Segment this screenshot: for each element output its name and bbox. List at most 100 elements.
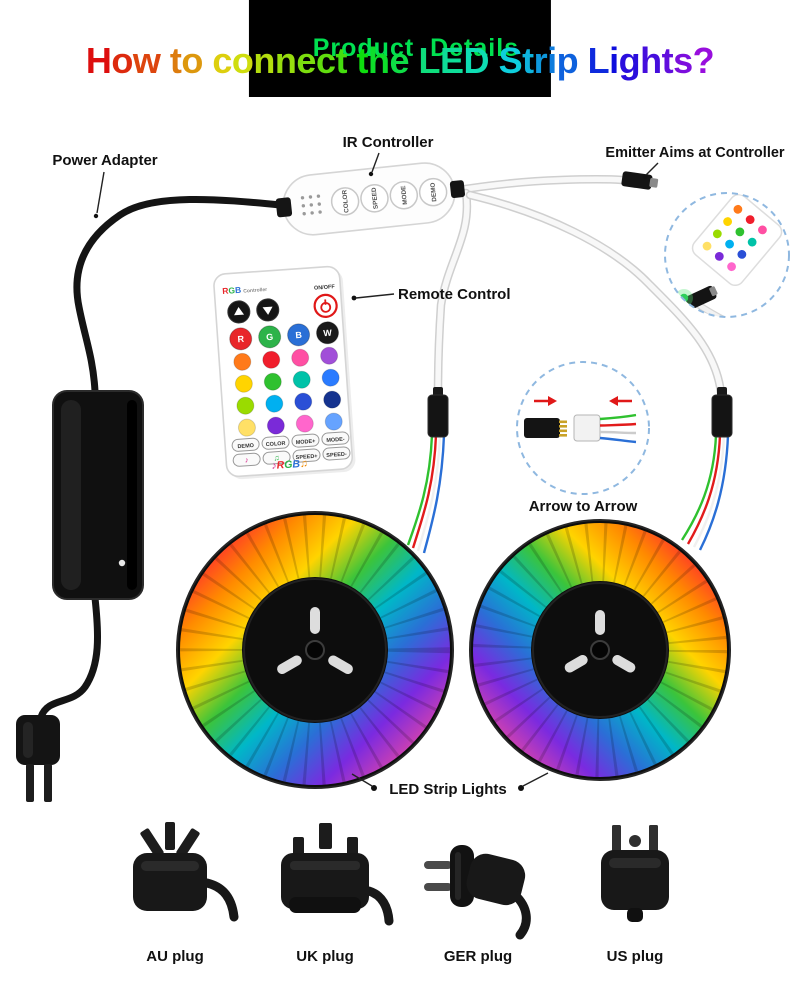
plug-label-us: US plug [607, 948, 664, 965]
remote-color-button [295, 414, 314, 433]
adapter-led-icon [118, 559, 126, 567]
remote-pill-button: MODE- [321, 431, 350, 446]
red-arrow-icon [534, 396, 632, 406]
emitter-wire [447, 175, 627, 196]
remote-rgbw-button-g: G [258, 325, 282, 349]
remote-pill-button: SPEED+ [292, 448, 321, 463]
remote-color-button [262, 350, 281, 369]
svg-text:LED Strip Lights: LED Strip Lights [389, 781, 507, 798]
remote-onoff-label: ON/OFF [314, 284, 336, 291]
mini-remote-button [737, 250, 747, 259]
strip-connector-1 [406, 387, 449, 554]
svg-text:Remote Control: Remote Control [398, 286, 511, 303]
speaker-grille-icon [300, 194, 322, 216]
controller-button-speed: SPEED [360, 184, 389, 213]
remote-color-button [321, 368, 340, 387]
svg-text:MODE+: MODE+ [296, 439, 316, 446]
remote-pill-button: COLOR [261, 435, 290, 450]
svg-text:♪: ♪ [244, 455, 249, 464]
controller-button-demo: DEMO [418, 177, 448, 207]
uk-plug-icon [281, 823, 394, 926]
mini-remote-button [727, 262, 736, 272]
mini-remote-button [725, 239, 734, 249]
remote-pill-button: SPEED- [322, 446, 351, 461]
svg-text:Emitter Aims at Controller: Emitter Aims at Controller [605, 145, 784, 161]
callout-ir-controller: IR Controller [343, 134, 434, 177]
page-heading: How to connect the LED Strip Lights? [85, 40, 715, 81]
svg-text:DEMO: DEMO [429, 182, 438, 202]
svg-text:COLOR: COLOR [341, 189, 350, 213]
remote-color-button [233, 352, 252, 371]
plug-label-ger: GER plug [444, 948, 512, 965]
controller-button-color: COLOR [330, 187, 360, 216]
remote-rgbw-button-r: R [229, 327, 253, 351]
plug-label-au: AU plug [146, 948, 204, 965]
us-plug-icon [601, 825, 669, 922]
remote-color-button [320, 346, 339, 365]
led-reel-2 [469, 519, 731, 781]
remote-pill-button: ♪ [232, 452, 261, 467]
remote-color-button [323, 390, 342, 409]
mini-remote-button [714, 251, 724, 261]
mini-remote-button [747, 237, 757, 247]
remote-color-button [291, 348, 310, 367]
remote-color-button [294, 392, 313, 411]
svg-text:SPEED+: SPEED+ [296, 454, 318, 462]
strip-connector-2 [680, 387, 733, 551]
svg-text:SPEED: SPEED [371, 187, 380, 210]
strip-wire-left [433, 188, 472, 398]
mini-remote-button [758, 225, 767, 235]
strip-wire-right [465, 190, 726, 398]
remote-rgbw-button-w: W [316, 321, 340, 345]
power-plug [16, 715, 60, 802]
remote-button-2 [256, 298, 280, 322]
svg-text:SPEED-: SPEED- [326, 452, 347, 459]
svg-text:W: W [323, 328, 333, 339]
mini-remote-button [745, 215, 755, 225]
remote-rgbw-button-b: B [287, 323, 311, 347]
svg-text:♫: ♫ [273, 453, 280, 462]
svg-text:MODE-: MODE- [326, 437, 345, 444]
power-cable-lower [37, 594, 102, 721]
remote-color-button [236, 396, 255, 415]
svg-text:IR Controller: IR Controller [343, 134, 434, 151]
svg-text:COLOR: COLOR [266, 441, 286, 448]
remote-color-button [263, 372, 282, 391]
remote-color-button [266, 416, 285, 435]
svg-text:B: B [295, 330, 303, 340]
power-adapter [52, 390, 144, 600]
led-reel-1 [176, 511, 454, 789]
remote-color-button [324, 412, 343, 431]
mini-remote-button [712, 229, 722, 239]
svg-text:Arrow to Arrow: Arrow to Arrow [529, 498, 638, 515]
arrow-inset [516, 361, 650, 495]
remote-pill-button: MODE+ [291, 433, 320, 448]
plug-label-uk: UK plug [296, 948, 354, 965]
remote-color-button [292, 370, 311, 389]
ir-controller: COLOR SPEED MODE DEMO [275, 162, 466, 236]
ger-plug-icon [424, 845, 531, 940]
triangle-up-icon [234, 306, 245, 316]
emitter-connector [621, 171, 659, 190]
svg-text:DEMO: DEMO [237, 443, 255, 450]
callout-power-adapter: Power Adapter [52, 152, 158, 219]
svg-text:R: R [237, 334, 245, 344]
product-details-banner: Product Details [248, 0, 552, 97]
remote-color-button [265, 394, 284, 413]
remote-pill-button: DEMO [231, 437, 260, 452]
remote-decor: ♪RGB♫ [271, 458, 308, 473]
remote-power-button [313, 293, 338, 318]
remote-color-button [237, 418, 256, 437]
power-cable-upper [73, 195, 284, 395]
mini-remote-button [733, 204, 743, 214]
remote-color-button [234, 374, 253, 393]
controller-button-mode: MODE [389, 180, 419, 210]
remote-pill-button: ♫ [262, 450, 291, 465]
au-plug-icon [133, 822, 239, 922]
emitter-inset [664, 192, 790, 318]
svg-text:MODE: MODE [400, 185, 409, 206]
triangle-down-icon [262, 306, 273, 315]
